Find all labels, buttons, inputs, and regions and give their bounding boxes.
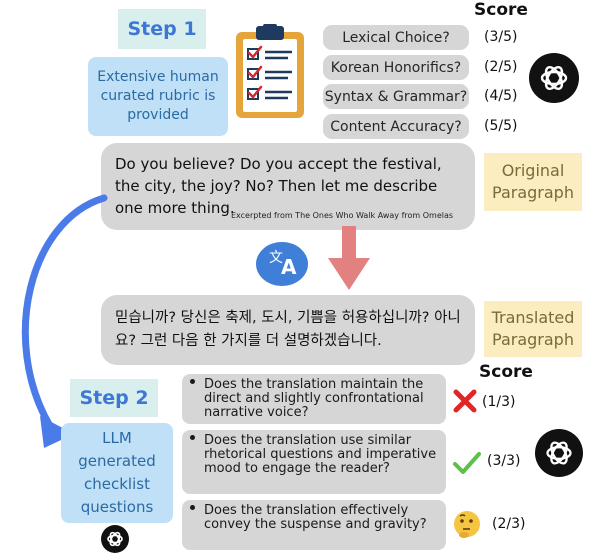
translated-paragraph-box: 믿습니까? 당신은 축제, 도시, 기쁨을 허용하십니까? 아니요? 그런 다음… xyxy=(101,295,475,365)
criterion-pill: Content Accuracy? xyxy=(323,114,469,139)
clipboard-checklist-icon xyxy=(234,24,306,120)
criterion-label: Content Accuracy? xyxy=(330,118,462,135)
step-2-badge: Step 2 xyxy=(70,379,158,417)
down-arrow xyxy=(326,226,372,292)
openai-logo-icon xyxy=(534,428,584,478)
criterion-label: Syntax & Grammar? xyxy=(324,88,468,105)
thinking-face-icon xyxy=(452,510,482,540)
bullet-icon xyxy=(190,435,195,440)
criterion-label: Lexical Choice? xyxy=(342,29,450,46)
translated-paragraph-tag: Translated Paragraph xyxy=(484,301,582,357)
bullet-icon xyxy=(190,505,195,510)
score-header-bottom: Score xyxy=(479,362,533,382)
criterion-label: Korean Honorifics? xyxy=(330,59,462,76)
question-score: (1/3) xyxy=(482,394,516,410)
question-score: (2/3) xyxy=(492,516,526,532)
translate-glyph-right: A xyxy=(281,255,297,279)
criterion-score: (4/5) xyxy=(484,88,518,104)
rubric-description-box: Extensive human curated rubric is provid… xyxy=(88,57,228,136)
criterion-pill: Korean Honorifics? xyxy=(323,55,469,80)
openai-logo-icon xyxy=(528,52,580,104)
rubric-description-text: Extensive human curated rubric is provid… xyxy=(97,69,219,123)
translated-paragraph-text: 믿습니까? 당신은 축제, 도시, 기쁨을 허용하십니까? 아니요? 그런 다음… xyxy=(115,310,461,349)
check-icon xyxy=(452,450,482,476)
step-2-label: Step 2 xyxy=(79,387,149,409)
translate-glyph-left: 文 xyxy=(269,250,283,266)
original-paragraph-text: Do you believe? Do you accept the festiv… xyxy=(115,155,442,217)
translate-icon: 文 A xyxy=(255,241,309,287)
criterion-score: (2/5) xyxy=(484,59,518,75)
bullet-icon xyxy=(190,379,195,384)
original-paragraph-tag: Original Paragraph xyxy=(484,153,582,211)
checklist-question-text: Does the translation effectively convey … xyxy=(204,503,427,532)
checklist-question-text: Does the translation use similar rhetori… xyxy=(204,433,437,476)
criterion-pill: Syntax & Grammar? xyxy=(323,84,469,109)
step-1-label: Step 1 xyxy=(127,18,197,40)
criterion-score: (3/5) xyxy=(484,29,518,45)
llm-checklist-box: LLM generated checklist questions xyxy=(61,423,173,523)
openai-logo-icon xyxy=(100,524,130,554)
checklist-question: Does the translation maintain the direct… xyxy=(182,374,446,424)
checklist-question: Does the translation use similar rhetori… xyxy=(182,430,446,494)
question-score: (3/3) xyxy=(487,453,521,469)
checklist-question: Does the translation effectively convey … xyxy=(182,500,446,550)
llm-checklist-text: LLM generated checklist questions xyxy=(78,429,156,516)
checklist-question-text: Does the translation maintain the direct… xyxy=(204,377,424,420)
criterion-score: (5/5) xyxy=(484,118,518,134)
step-1-badge: Step 1 xyxy=(118,9,206,49)
excerpt-source: Excerpted from The Ones Who Walk Away fr… xyxy=(231,211,454,220)
original-paragraph-tag-text: Original Paragraph xyxy=(492,161,574,202)
criterion-pill: Lexical Choice? xyxy=(323,25,469,50)
score-header-top: Score xyxy=(474,0,528,20)
translated-paragraph-tag-text: Translated Paragraph xyxy=(491,308,575,349)
step-flow-arrow xyxy=(10,190,120,450)
original-paragraph-box: Do you believe? Do you accept the festiv… xyxy=(101,143,475,230)
cross-icon xyxy=(452,388,478,414)
